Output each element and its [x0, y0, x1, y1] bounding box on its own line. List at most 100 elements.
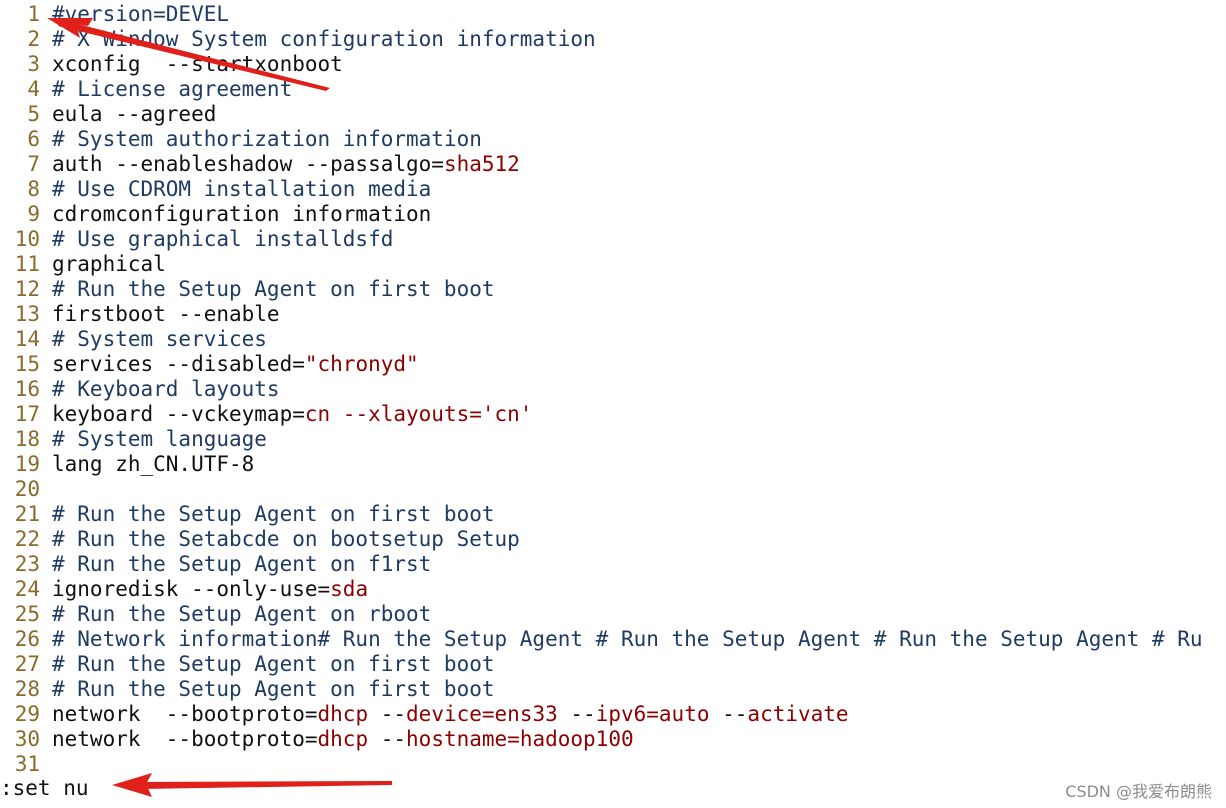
- code-segment: cdromconfiguration information: [52, 202, 432, 226]
- code-segment: # Run the Setup Agent on first boot: [52, 677, 495, 701]
- bottom-arrow-annotation: [112, 773, 392, 797]
- option-value: device=ens33: [406, 702, 558, 726]
- line-number: 5: [27, 102, 40, 126]
- line-number: 30: [14, 727, 40, 751]
- code-text: ignoredisk --only-use=sda: [52, 577, 368, 602]
- code-segment: eula --agreed: [52, 102, 217, 126]
- line-number: 28: [14, 677, 40, 701]
- code-segment: keyboard --vckeymap=: [52, 402, 305, 426]
- code-segment: # System services: [52, 327, 267, 351]
- line-number: 13: [14, 302, 40, 326]
- code-segment: # License agreement: [52, 77, 293, 101]
- code-segment: graphical: [52, 252, 166, 276]
- option-value: ipv6=auto: [595, 702, 710, 726]
- code-text: services --disabled="chronyd": [52, 352, 419, 377]
- code-segment: #version=DEVEL: [52, 2, 230, 26]
- code-comment: # Use CDROM installation media: [52, 177, 431, 202]
- code-segment: # Run the Setup Agent on first boot: [52, 502, 495, 526]
- line-number: 15: [14, 352, 40, 376]
- line-number: 1: [27, 2, 40, 26]
- csdn-watermark: CSDN @我爱布朗熊: [1065, 782, 1212, 801]
- line-number: 19: [14, 452, 40, 476]
- line-number: 8: [27, 177, 40, 201]
- bottom-arrow-head: [112, 773, 152, 797]
- code-segment: # Run the Setabcde on bootsetup Setup: [52, 527, 520, 551]
- code-segment: # Run the Setup Agent on rboot: [52, 602, 432, 626]
- option-value: "chronyd": [304, 352, 419, 376]
- line-number: 23: [14, 552, 40, 576]
- code-comment: # X Window System configuration informat…: [52, 27, 596, 52]
- code-comment: # Run the Setup Agent on f1rst: [52, 552, 431, 577]
- line-number: 3: [27, 52, 40, 76]
- code-comment: #version=DEVEL: [52, 2, 229, 27]
- code-segment: # Network information# Run the Setup Age…: [52, 627, 1203, 651]
- option-value: activate: [747, 702, 849, 726]
- code-text: graphical: [52, 252, 166, 277]
- code-segment: # Run the Setup Agent on first boot: [52, 277, 495, 301]
- line-number: 22: [14, 527, 40, 551]
- line-number: 29: [14, 702, 40, 726]
- line-number: 11: [14, 252, 40, 276]
- vim-command-line[interactable]: :set nu: [0, 776, 89, 800]
- code-text: network --bootproto=dhcp --hostname=hado…: [52, 727, 634, 752]
- line-number: 26: [14, 627, 40, 651]
- line-number: 6: [27, 127, 40, 151]
- option-value: dhcp: [317, 727, 369, 751]
- code-segment: # Use graphical installdsfd: [52, 227, 394, 251]
- code-comment: # System language: [52, 427, 267, 452]
- code-segment: xconfig --startxonboot: [52, 52, 343, 76]
- code-text: network --bootproto=dhcp --device=ens33 …: [52, 702, 849, 727]
- code-text: xconfig --startxonboot: [52, 52, 343, 77]
- line-number: 7: [27, 152, 40, 176]
- code-comment: # Keyboard layouts: [52, 377, 280, 402]
- line-number: 25: [14, 602, 40, 626]
- code-text: eula --agreed: [52, 102, 216, 127]
- code-segment: services --disabled=: [52, 352, 305, 376]
- option-value: cn --xlayouts='cn': [304, 402, 533, 426]
- code-text: keyboard --vckeymap=cn --xlayouts='cn': [52, 402, 532, 427]
- code-comment: # System services: [52, 327, 267, 352]
- code-comment: # Run the Setup Agent on first boot: [52, 652, 495, 677]
- code-segment: ignoredisk --only-use=: [52, 577, 331, 601]
- code-comment: # Run the Setabcde on bootsetup Setup: [52, 527, 520, 552]
- code-segment: lang zh_CN.UTF-8: [52, 452, 255, 476]
- code-segment: # System language: [52, 427, 267, 451]
- code-text: lang zh_CN.UTF-8: [52, 452, 254, 477]
- code-segment: # Run the Setup Agent on first boot: [52, 652, 495, 676]
- code-segment: --: [709, 702, 748, 726]
- code-comment: # Run the Setup Agent on rboot: [52, 602, 431, 627]
- code-segment: # Use CDROM installation media: [52, 177, 432, 201]
- line-number: 24: [14, 577, 40, 601]
- bottom-arrow-shaft: [140, 781, 392, 789]
- code-segment: firstboot --enable: [52, 302, 280, 326]
- code-text: firstboot --enable: [52, 302, 280, 327]
- line-number: 31: [14, 752, 40, 775]
- code-segment: auth --enableshadow --passalgo=: [52, 152, 444, 176]
- code-comment: # Run the Setup Agent on first boot: [52, 502, 495, 527]
- code-segment: # System authorization information: [52, 127, 482, 151]
- code-segment: # Keyboard layouts: [52, 377, 280, 401]
- line-number: 20: [14, 477, 40, 501]
- line-number: 17: [14, 402, 40, 426]
- line-number: 9: [27, 202, 40, 226]
- option-value: sha512: [443, 152, 520, 176]
- option-value: hostname=hadoop100: [406, 727, 634, 751]
- line-number: 18: [14, 427, 40, 451]
- code-segment: --: [368, 702, 407, 726]
- code-segment: network --bootproto=: [52, 727, 318, 751]
- line-number: 2: [27, 27, 40, 51]
- line-number: 10: [14, 227, 40, 251]
- line-number: 14: [14, 327, 40, 351]
- code-segment: --: [557, 702, 596, 726]
- line-number: 27: [14, 652, 40, 676]
- code-comment: # Run the Setup Agent on first boot: [52, 677, 495, 702]
- code-comment: # Use graphical installdsfd: [52, 227, 393, 252]
- line-number: 12: [14, 277, 40, 301]
- line-number: 21: [14, 502, 40, 526]
- option-value: dhcp: [317, 702, 369, 726]
- line-number: 4: [27, 77, 40, 101]
- code-comment: # License agreement: [52, 77, 292, 102]
- vim-editor[interactable]: 1 #version=DEVEL 2 # X Window System config…: [0, 0, 1226, 775]
- code-segment: network --bootproto=: [52, 702, 318, 726]
- code-segment: --: [368, 727, 407, 751]
